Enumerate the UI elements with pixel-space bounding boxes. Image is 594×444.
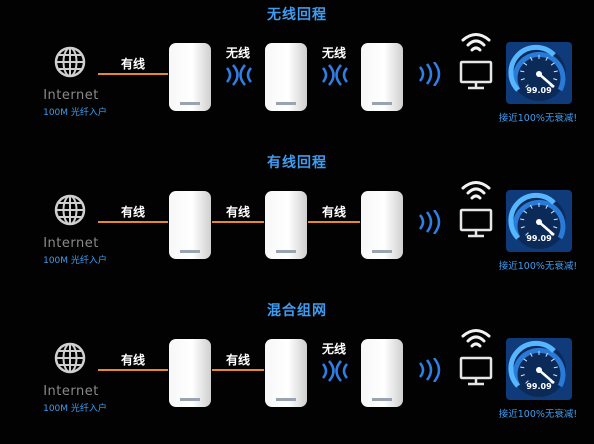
internet-label: Internet — [43, 236, 99, 251]
speedtest-gauge-icon — [506, 338, 572, 404]
attenuation-note: 接近100%无衰减! — [498, 113, 578, 124]
monitor-icon — [459, 60, 493, 94]
section-3: 混合组网 Internet 100M 光纤入户 有线 有线 无线 99.09 接近100%无衰… — [0, 296, 594, 444]
router-node-3 — [360, 190, 404, 264]
link-label: 有线 — [225, 205, 250, 219]
link-label: 无线 — [225, 46, 250, 60]
link-label: 无线 — [321, 46, 346, 60]
link-label: 有线 — [120, 57, 145, 71]
wire-line — [212, 369, 264, 371]
router-node-1 — [168, 190, 212, 264]
router-node-2 — [264, 338, 308, 412]
attenuation-note: 接近100%无衰减! — [498, 409, 578, 420]
router-node-1 — [168, 338, 212, 412]
wireless-waves-icon — [221, 64, 255, 90]
wire-line — [98, 221, 168, 223]
wireless-waves-icon — [317, 360, 351, 386]
router-node-2 — [264, 42, 308, 116]
link-label: 有线 — [120, 205, 145, 219]
router-node-2 — [264, 190, 308, 264]
link-label: 有线 — [225, 353, 250, 367]
router-node-3 — [360, 338, 404, 412]
wire-line — [98, 73, 168, 75]
wifi-icon — [459, 326, 493, 352]
wifi-icon — [459, 30, 493, 56]
router-node-1 — [168, 42, 212, 116]
wireless-waves-icon — [416, 357, 446, 386]
section-1: 无线回程 Internet 100M 光纤入户 有线 无线 无线 99.09 接近100%无衰… — [0, 0, 594, 148]
speed-value: 99.09 — [526, 86, 552, 95]
globe-icon — [54, 194, 86, 230]
fiber-label: 100M 光纤入户 — [43, 108, 107, 118]
section-title: 无线回程 — [267, 7, 327, 23]
link-label: 有线 — [120, 353, 145, 367]
section-2: 有线回程 Internet 100M 光纤入户 有线 有线 有线 99.09 接近100%无衰… — [0, 148, 594, 296]
wire-line — [308, 221, 360, 223]
fiber-label: 100M 光纤入户 — [43, 404, 107, 414]
globe-icon — [54, 342, 86, 378]
internet-label: Internet — [43, 384, 99, 399]
attenuation-note: 接近100%无衰减! — [498, 261, 578, 272]
link-label: 有线 — [321, 205, 346, 219]
monitor-icon — [459, 356, 493, 390]
router-node-3 — [360, 42, 404, 116]
link-label: 无线 — [321, 342, 346, 356]
section-title: 混合组网 — [267, 303, 327, 319]
section-title: 有线回程 — [267, 155, 327, 171]
globe-icon — [54, 46, 86, 82]
speed-value: 99.09 — [526, 234, 552, 243]
speed-value: 99.09 — [526, 382, 552, 391]
monitor-icon — [459, 208, 493, 242]
wire-line — [98, 369, 168, 371]
wireless-waves-icon — [416, 209, 446, 238]
speedtest-gauge-icon — [506, 190, 572, 256]
speedtest-gauge-icon — [506, 42, 572, 108]
fiber-label: 100M 光纤入户 — [43, 256, 107, 266]
internet-label: Internet — [43, 88, 99, 103]
wire-line — [212, 221, 264, 223]
wifi-icon — [459, 178, 493, 204]
wireless-waves-icon — [317, 64, 351, 90]
wireless-waves-icon — [416, 61, 446, 90]
